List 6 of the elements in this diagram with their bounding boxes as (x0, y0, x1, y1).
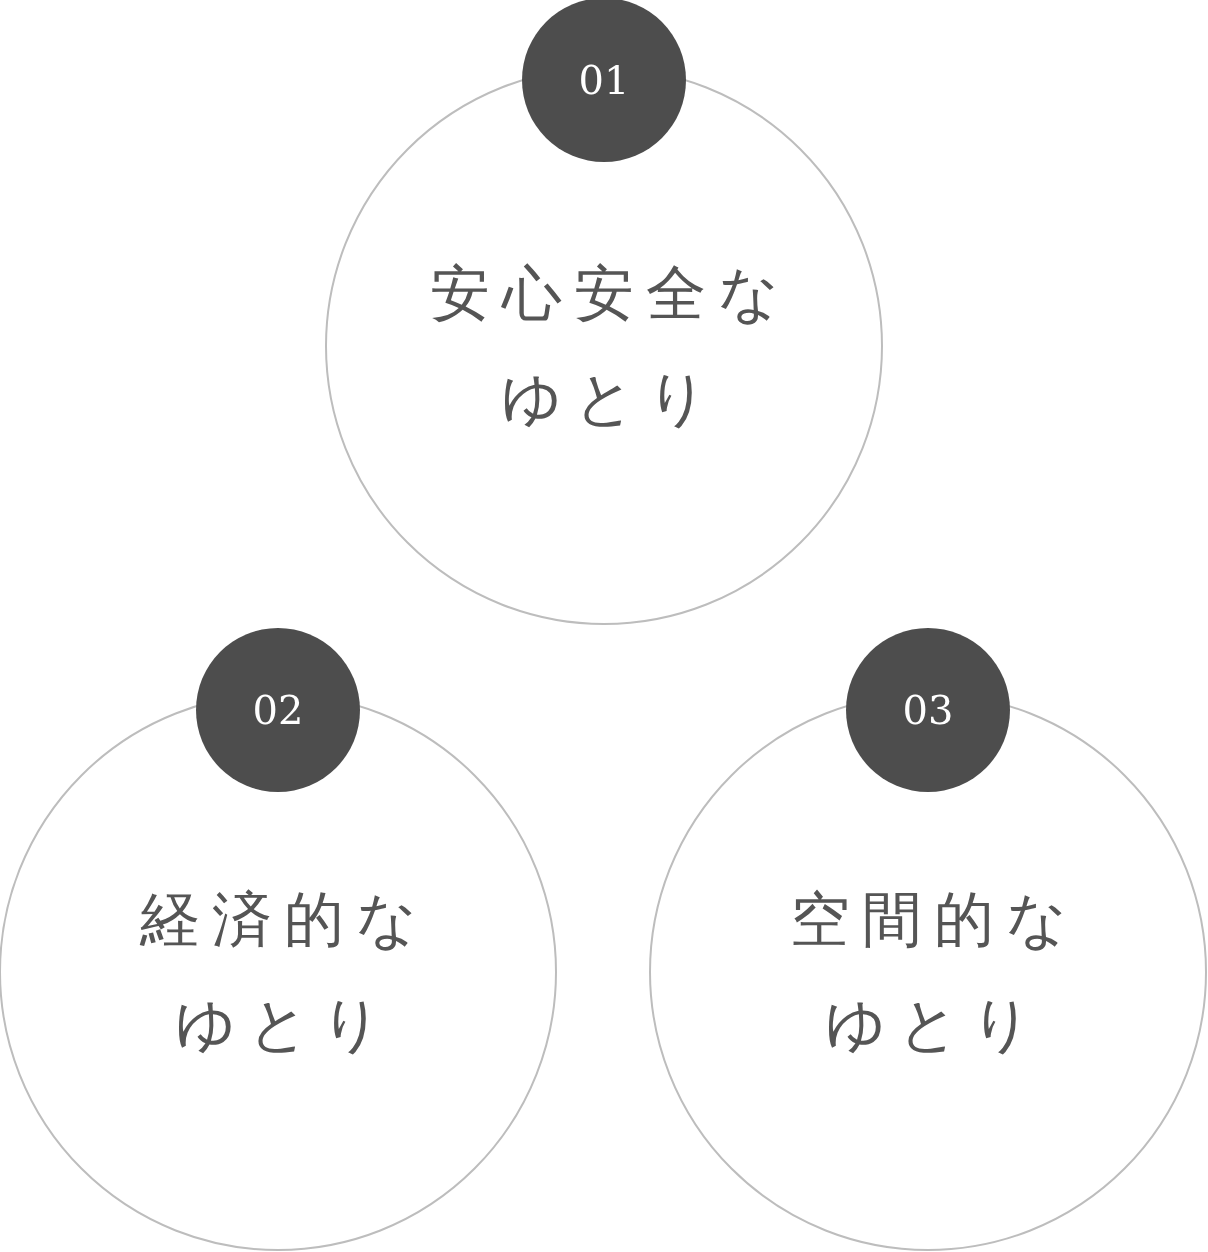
number-label: 02 (252, 690, 304, 730)
number-label: 03 (902, 690, 954, 730)
number-label: 01 (578, 60, 630, 100)
topic-label: 経済的なゆとり (138, 883, 430, 1061)
topic-label: 安心安全なゆとり (428, 257, 792, 435)
topic-label: 空間的なゆとり (788, 883, 1080, 1061)
